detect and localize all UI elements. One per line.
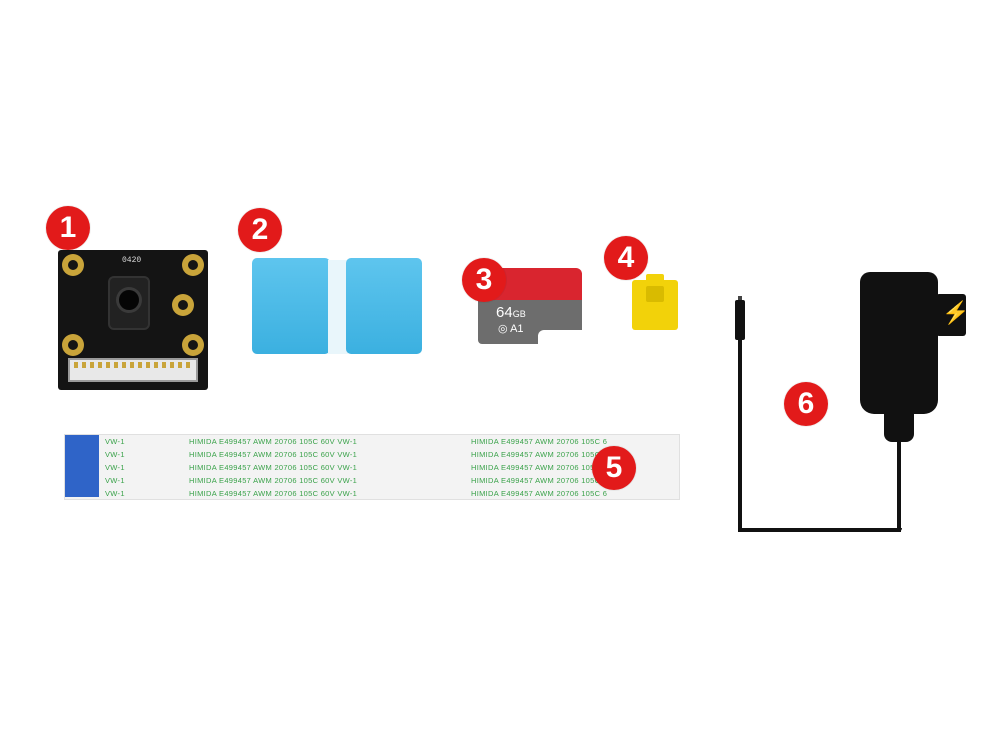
sd-capacity-unit: GB: [512, 309, 526, 319]
camera-module-image: 0420: [58, 250, 208, 390]
mounting-hole: [182, 334, 204, 356]
cable-print-row: VW-1 HIMIDA E499457 AWM 20706 105C 60V VW…: [105, 463, 607, 475]
power-cable-segment: [738, 528, 902, 532]
cable-text-mid: HIMIDA E499457 AWM 20706 105C 60V VW-1: [189, 463, 358, 472]
cable-print-row: VW-1 HIMIDA E499457 AWM 20706 105C 60V VW…: [105, 476, 607, 488]
sd-card-notch: [538, 330, 582, 346]
badge-1: 1: [46, 206, 90, 250]
cable-text-mid: HIMIDA E499457 AWM 20706 105C 60V VW-1: [189, 489, 358, 498]
power-adapter-prong: [936, 294, 966, 336]
power-cable-segment: [738, 338, 742, 532]
badge-2: 2: [238, 208, 282, 252]
cable-text-left: VW-1: [105, 437, 125, 446]
cable-text-right: HIMIDA E499457 AWM 20706 105C 6: [471, 463, 608, 472]
cable-text-right: HIMIDA E499457 AWM 20706 105C 6: [471, 489, 608, 498]
mounting-hole: [62, 334, 84, 356]
power-plug: [735, 300, 745, 340]
blue-block-divider: [328, 260, 348, 354]
cable-text-left: VW-1: [105, 476, 125, 485]
badge-4: 4: [604, 236, 648, 280]
badge-3: 3: [462, 258, 506, 302]
cable-text-left: VW-1: [105, 450, 125, 459]
cable-print-row: VW-1 HIMIDA E499457 AWM 20706 105C 60V VW…: [105, 489, 607, 501]
badge-6: 6: [784, 382, 828, 426]
blue-block-left: [252, 258, 330, 354]
ribbon-cable-connector-end: [65, 435, 99, 497]
cable-print-row: VW-1 HIMIDA E499457 AWM 20706 105C 60V VW…: [105, 450, 607, 462]
camera-connector: [68, 358, 198, 382]
sd-class-text: A1: [510, 323, 524, 335]
cable-text-left: VW-1: [105, 489, 125, 498]
cable-text-right: HIMIDA E499457 AWM 20706 105C 6: [471, 476, 608, 485]
sd-capacity-number: 64: [496, 304, 513, 321]
sd-class-mark: ◎ A1: [498, 323, 524, 335]
jumper-cap-image: [632, 274, 678, 330]
sd-capacity: 64GB: [496, 304, 526, 321]
cable-text-mid: HIMIDA E499457 AWM 20706 105C 60V VW-1: [189, 450, 358, 459]
cable-text-left: VW-1: [105, 463, 125, 472]
cable-text-right: HIMIDA E499457 AWM 20706 105C 6: [471, 450, 608, 459]
lightning-bolt-icon: ⚡: [942, 300, 970, 325]
cable-text-mid: HIMIDA E499457 AWM 20706 105C 60V VW-1: [189, 437, 358, 446]
camera-label: 0420: [122, 256, 142, 265]
power-adapter-body: [860, 272, 938, 414]
cable-text-mid: HIMIDA E499457 AWM 20706 105C 60V VW-1: [189, 476, 358, 485]
mounting-hole: [172, 294, 194, 316]
mounting-hole: [182, 254, 204, 276]
camera-lens: [108, 276, 150, 330]
cable-text-right: HIMIDA E499457 AWM 20706 105C 6: [471, 437, 608, 446]
blue-block-right: [346, 258, 422, 354]
mounting-hole: [62, 254, 84, 276]
badge-5: 5: [592, 446, 636, 490]
power-cable-segment: [897, 438, 901, 532]
cable-print-row: VW-1 HIMIDA E499457 AWM 20706 105C 60V VW…: [105, 437, 607, 449]
power-adapter-strain-relief: [884, 412, 914, 442]
micro-sd-card-image: 64GB ◎ A1: [478, 268, 582, 346]
